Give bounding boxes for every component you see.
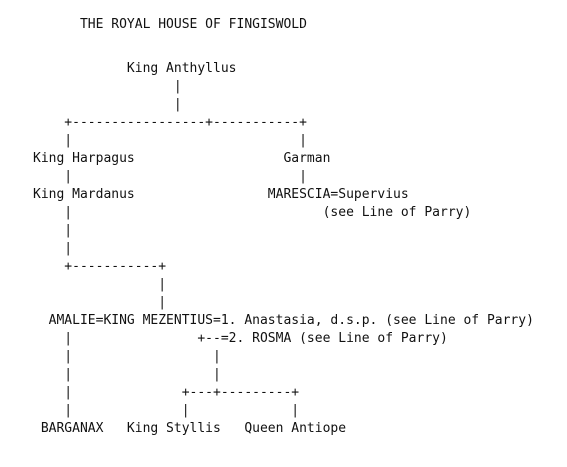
- branch-connector: | +---+---------+: [33, 385, 300, 400]
- connector: |: [33, 295, 167, 310]
- note-line-of-parry: | (see Line of Parry): [33, 205, 472, 220]
- node-children: BARGANAX King Styllis Queen Antiope: [33, 421, 347, 436]
- connector: | |: [33, 349, 221, 364]
- node-mezentius: AMALIE=KING MEZENTIUS=1. Anastasia, d.s.…: [33, 313, 534, 328]
- branch-connector: +-----------------+-----------+: [33, 115, 307, 130]
- diagram-title: THE ROYAL HOUSE OF FINGISWOLD: [33, 17, 307, 32]
- node-king-anthyllus: King Anthyllus: [33, 61, 237, 76]
- connector: | | |: [33, 403, 300, 418]
- branch-connector: +-----------+: [33, 259, 167, 274]
- connector: | |: [33, 169, 307, 184]
- node-mardanus-marescia: King Mardanus MARESCIA=Supervius: [33, 187, 409, 202]
- connector: |: [33, 79, 182, 94]
- connector: | |: [33, 367, 221, 382]
- connector: |: [33, 241, 73, 256]
- connector: |: [33, 97, 182, 112]
- connector: | |: [33, 133, 307, 148]
- node-rosma: | +--=2. ROSMA (see Line of Parry): [33, 331, 448, 346]
- node-harpagus-garman: King Harpagus Garman: [33, 151, 331, 166]
- connector: |: [33, 223, 73, 238]
- connector: |: [33, 277, 167, 292]
